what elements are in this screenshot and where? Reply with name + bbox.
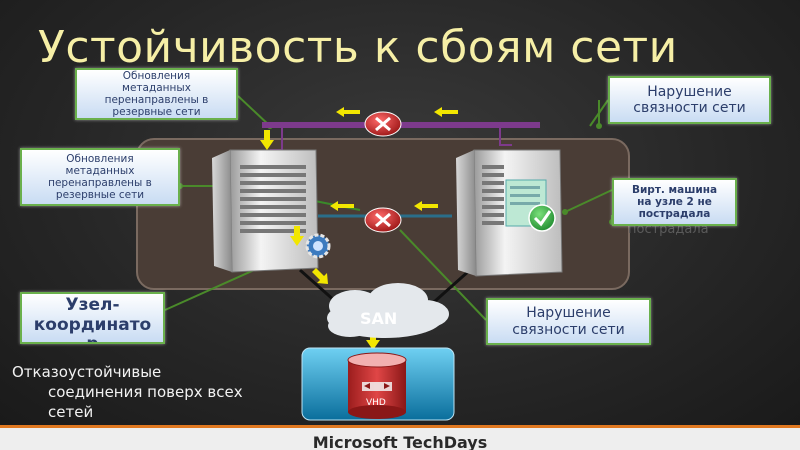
callout-text: пострадала <box>638 208 711 221</box>
arrow-down-icon <box>260 130 380 350</box>
ok-check-icon <box>528 204 556 232</box>
callout-text: перенаправлены в <box>104 94 209 106</box>
callout-text: Узел- <box>65 295 120 315</box>
callout-text: Обновления <box>122 69 191 82</box>
vhd-label: VHD <box>366 398 386 408</box>
callout-text: резервные сети <box>112 106 201 119</box>
callout-violation-bottom: Нарушение связности сети <box>486 298 651 345</box>
san-label: SAN <box>360 309 398 328</box>
gear-icon <box>305 233 331 259</box>
body-text: Отказоустойчивые соединения поверх всех … <box>12 362 302 422</box>
body-line: Отказоустойчивые <box>12 363 162 381</box>
callout-metadata-top: Обновления метаданных перенаправлены в р… <box>75 68 238 120</box>
arrow-diag-icon <box>312 268 328 284</box>
callout-text: Обновления <box>66 152 134 165</box>
fault-x-icon <box>364 111 402 137</box>
callout-text: резервные сети <box>55 189 145 202</box>
callout-violation-top: Нарушение связности сети <box>608 76 771 124</box>
cloud-icon <box>327 283 449 338</box>
callout-text: р <box>34 335 151 342</box>
fault-x-icon <box>364 207 402 233</box>
callout-text: связности сети <box>512 321 625 338</box>
callout-coordinator: Узел- координато р <box>20 292 165 344</box>
body-line: сетей <box>48 403 94 421</box>
callout-text: метаданных <box>65 164 135 177</box>
server-icon <box>456 149 563 277</box>
server-icon <box>212 149 319 273</box>
footer-bar: Microsoft TechDays <box>0 425 800 450</box>
arrow-left-icon <box>330 107 458 211</box>
disk-icon <box>347 352 407 419</box>
callout-text: связности сети <box>633 100 746 116</box>
callout-text: Нарушение <box>526 305 611 322</box>
body-line: соединения поверх всех <box>48 383 243 401</box>
callout-text: координато <box>33 314 152 335</box>
callout-metadata-mid: Обновления метаданных перенаправлены в р… <box>20 148 180 206</box>
callout-text: Вирт. машина <box>631 183 718 196</box>
callout-vm-ok: Вирт. машина на узле 2 не пострадала <box>612 178 737 226</box>
callout-text: метаданных <box>122 81 191 94</box>
callout-text: перенаправлены в <box>48 177 152 189</box>
callout-text: на узле 2 не <box>637 195 712 208</box>
slide-title: Устойчивость к сбоям сети <box>38 22 678 73</box>
footer-brand: Microsoft TechDays <box>312 433 488 450</box>
callout-text: Нарушение <box>647 83 732 100</box>
